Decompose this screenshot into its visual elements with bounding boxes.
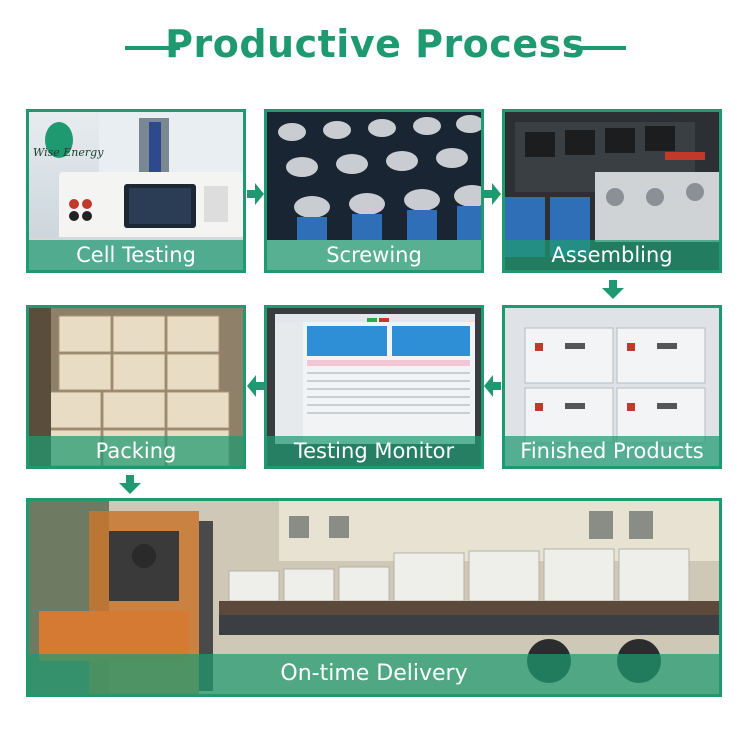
page-title: Productive Process: [165, 22, 585, 66]
step-label: Cell Testing: [29, 240, 243, 270]
step-on-time-delivery: On-time Delivery: [26, 498, 722, 697]
step-label: Screwing: [267, 240, 481, 270]
brand-logo: Wise Energy: [33, 146, 104, 159]
arrow-down-icon: [119, 475, 141, 494]
step-testing-monitor: Testing Monitor: [264, 305, 484, 469]
title-rule-right: [571, 46, 626, 50]
arrow-right-icon: [247, 183, 264, 205]
step-label: On-time Delivery: [29, 654, 719, 694]
step-label: Packing: [29, 436, 243, 466]
arrow-right-icon: [484, 183, 501, 205]
step-label: Testing Monitor: [267, 436, 481, 466]
step-packing: Packing: [26, 305, 246, 469]
step-assembling: Assembling: [502, 109, 722, 273]
step-finished-products: Finished Products: [502, 305, 722, 469]
title-block: Productive Process: [0, 22, 750, 72]
title-rule-left: [125, 46, 180, 50]
step-label: Assembling: [505, 240, 719, 270]
arrow-down-icon: [602, 280, 624, 299]
step-label: Finished Products: [505, 436, 719, 466]
step-screwing: Screwing: [264, 109, 484, 273]
arrow-left-icon: [247, 375, 264, 397]
arrow-left-icon: [484, 375, 501, 397]
step-cell-testing: Wise Energy Cell Testing: [26, 109, 246, 273]
